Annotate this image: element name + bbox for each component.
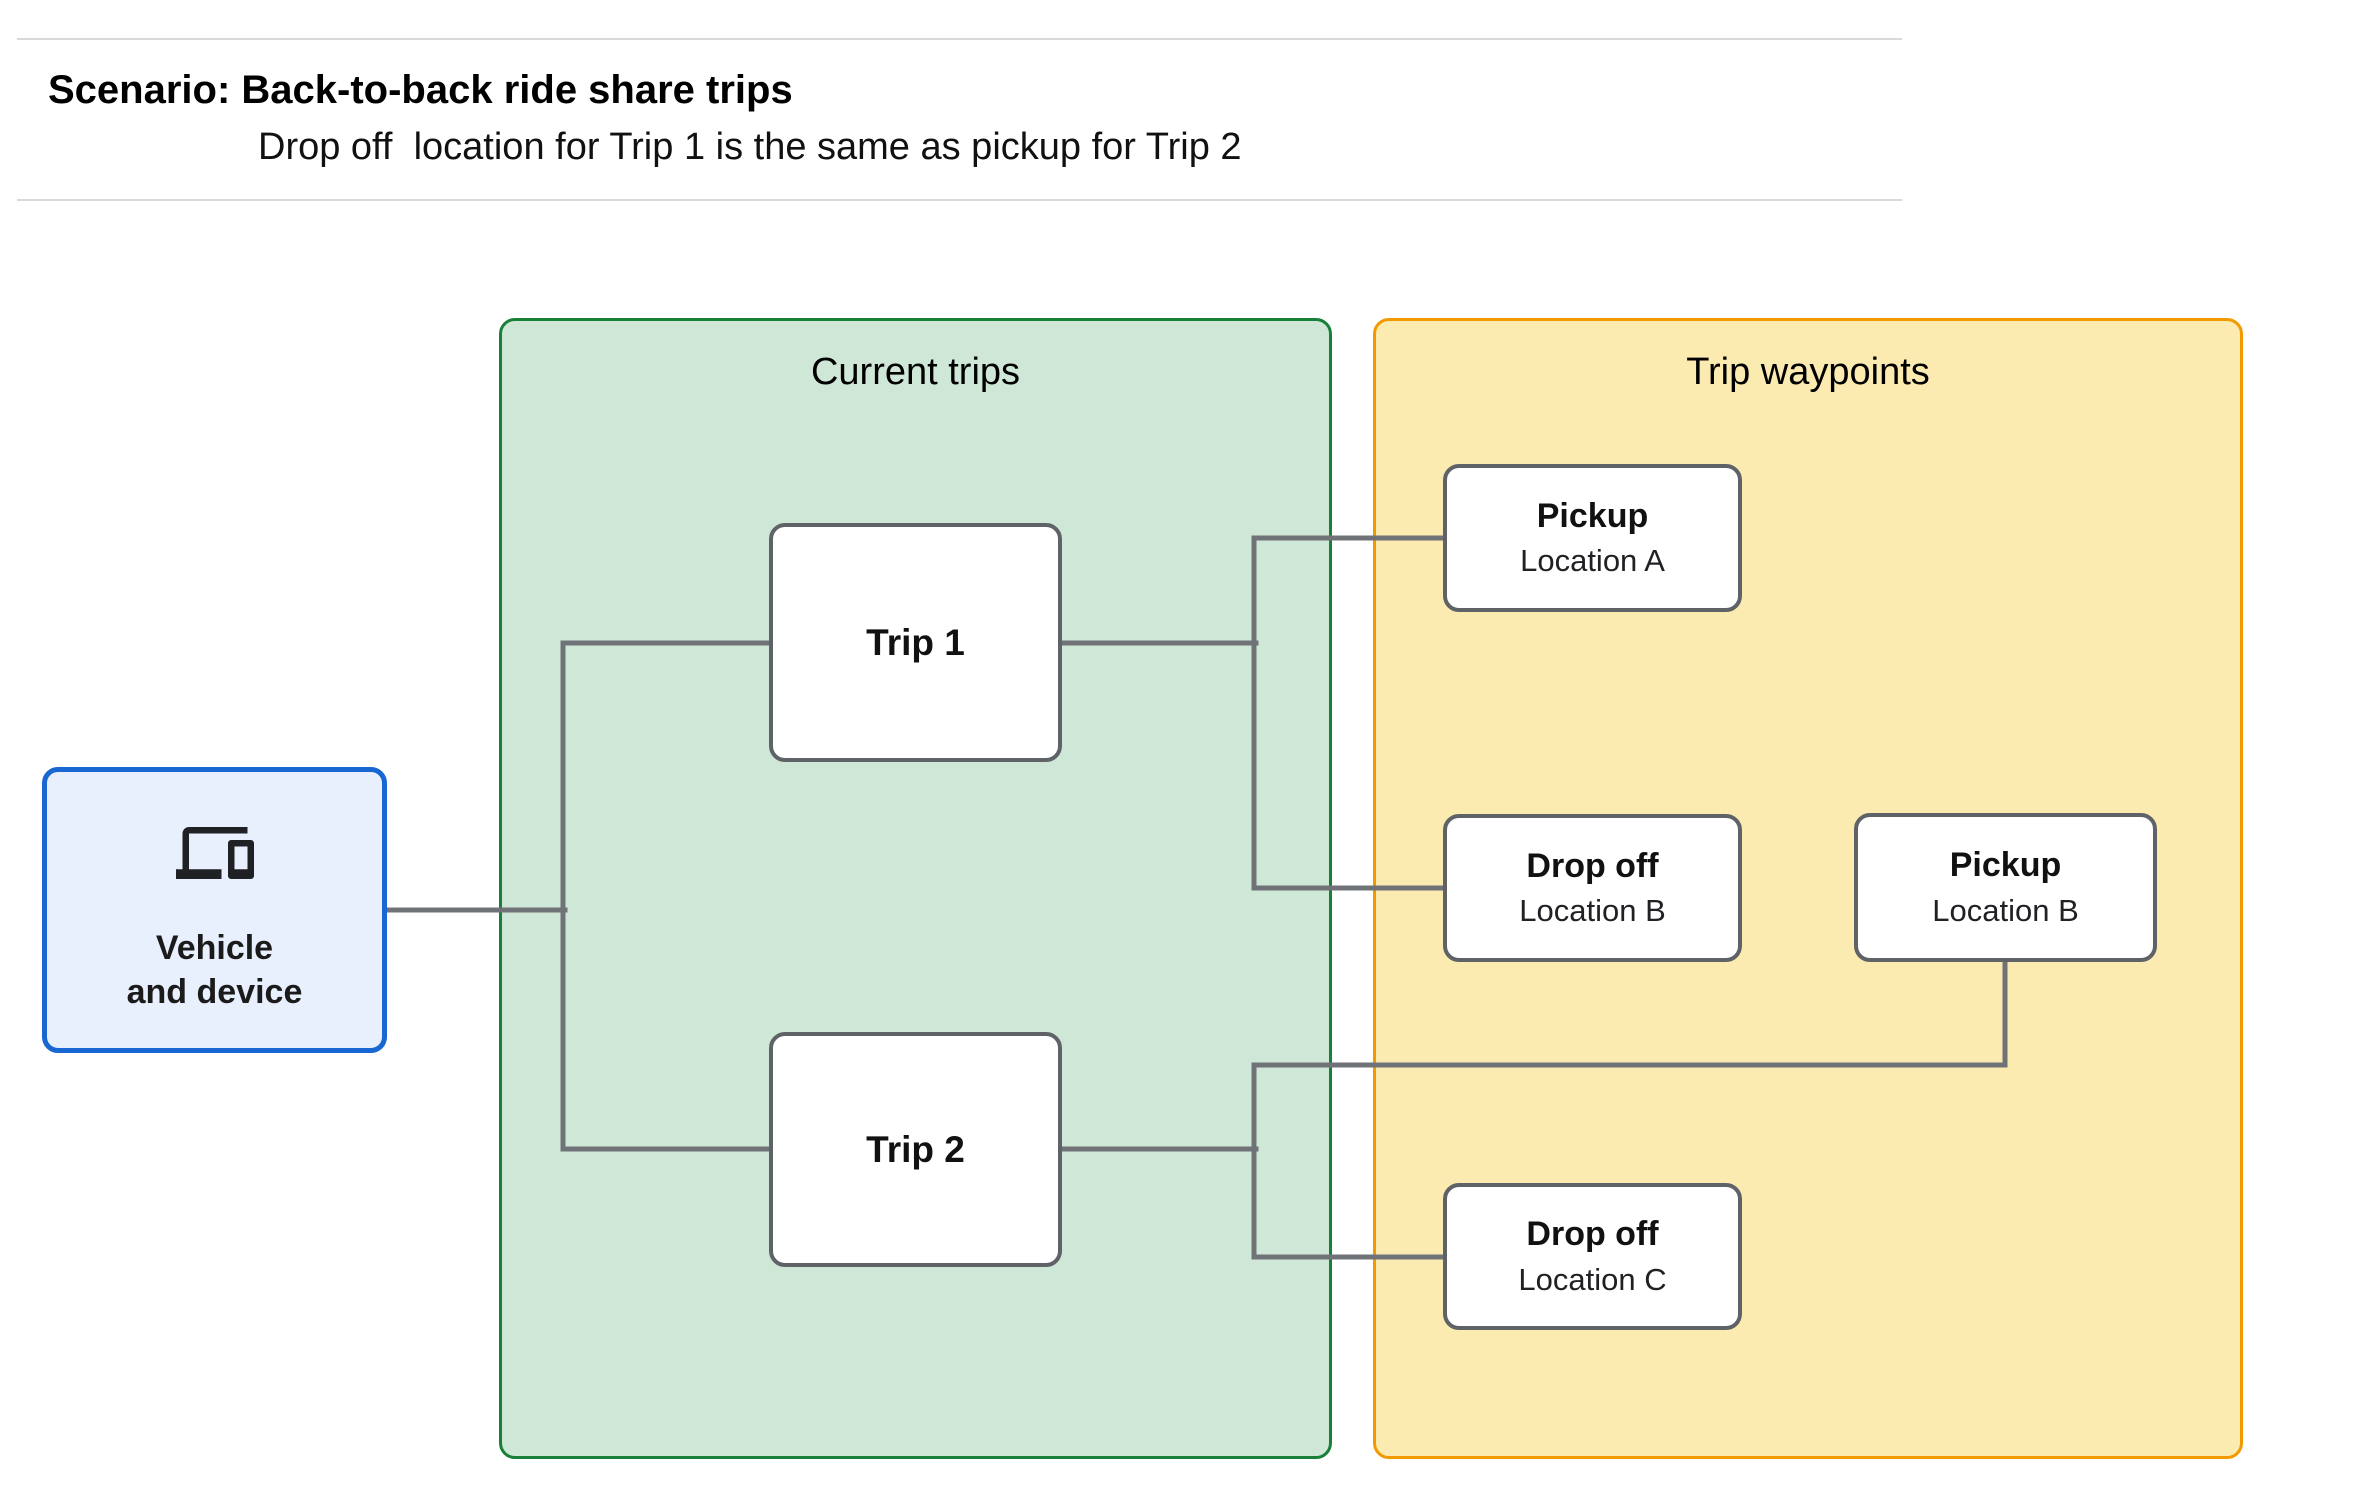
trip-1-label: Trip 1 <box>866 621 965 663</box>
connector-branch-trips <box>560 640 774 1152</box>
current-trips-title: Current trips <box>810 351 1021 393</box>
waypoint-location: Location B <box>1519 893 1666 929</box>
waypoint-dropoff-location-c-node: Drop off Location C <box>1443 1183 1742 1330</box>
waypoint-location: Location C <box>1518 1261 1667 1297</box>
waypoint-title: Drop off <box>1526 1215 1659 1254</box>
waypoint-location: Location A <box>1520 543 1665 579</box>
connector-pickupB-dropoffC <box>1251 957 2008 1260</box>
vehicle-label-line2: and device <box>126 972 303 1011</box>
vehicle-and-device-node: Vehicle and device <box>42 767 387 1053</box>
trip-waypoints-title: Trip waypoints <box>1686 351 1930 393</box>
header-divider-top <box>17 38 1902 40</box>
waypoint-pickup-location-a-node: Pickup Location A <box>1443 464 1742 612</box>
connector-junction-pickupA-dropoffB <box>1251 535 1448 891</box>
waypoint-pickup-location-b-node: Pickup Location B <box>1854 813 2157 962</box>
waypoint-title: Pickup <box>1536 496 1649 535</box>
page-title: Scenario: Back-to-back ride share trips <box>48 68 793 112</box>
trip-2-label: Trip 2 <box>866 1128 965 1170</box>
waypoint-title: Drop off <box>1526 846 1659 885</box>
trip-2-node: Trip 2 <box>769 1032 1062 1267</box>
trip-1-node: Trip 1 <box>769 523 1062 762</box>
vehicle-label-line1: Vehicle <box>155 928 274 967</box>
vehicle-node-label: Vehicle and device <box>127 926 303 1014</box>
waypoint-dropoff-location-b-node: Drop off Location B <box>1443 814 1742 962</box>
page-subtitle: Drop off location for Trip 1 is the same… <box>258 126 1242 168</box>
devices-icon <box>175 827 254 879</box>
current-trips-container: Current trips <box>499 318 1332 1459</box>
waypoint-location: Location B <box>1932 892 2079 928</box>
waypoint-title: Pickup <box>1949 846 2062 885</box>
header-divider-bottom <box>17 199 1902 201</box>
